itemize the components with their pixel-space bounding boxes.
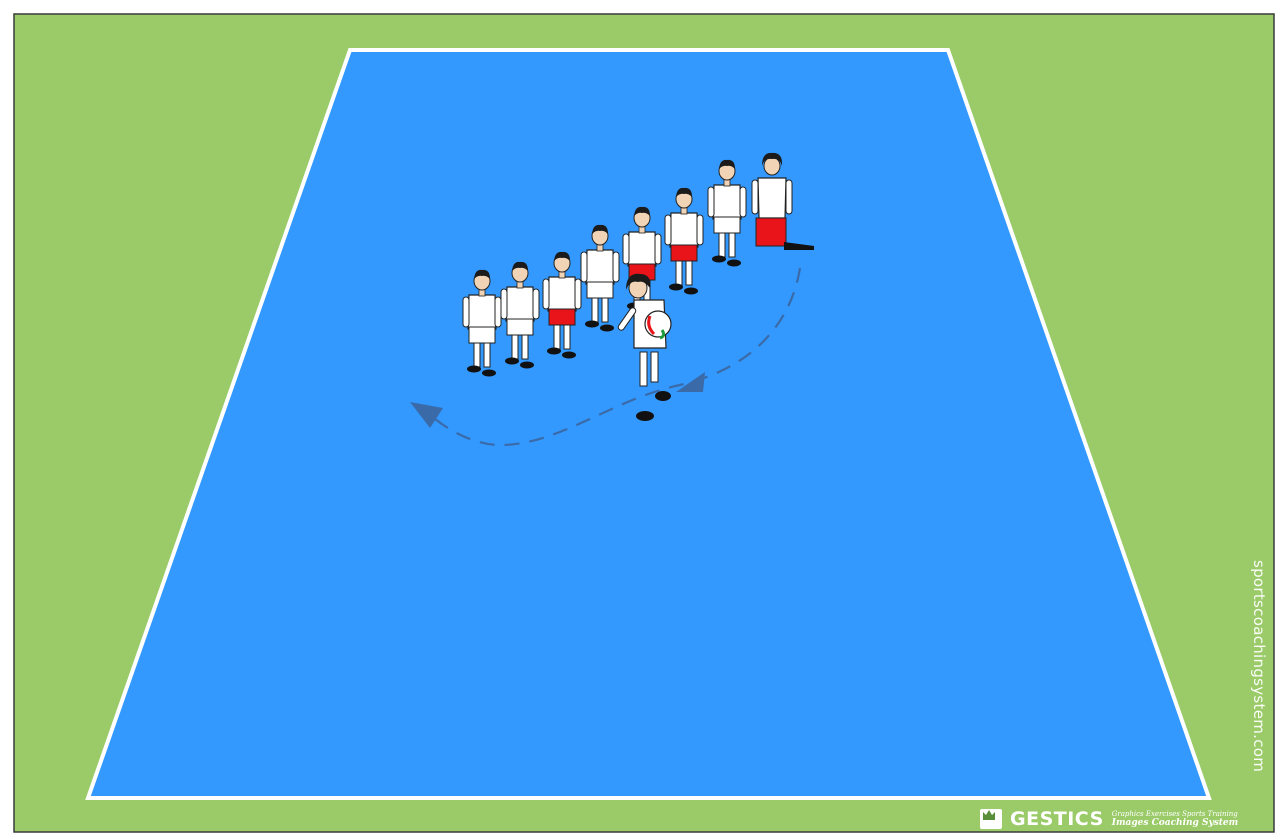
- brand-logo-icon: [980, 809, 1002, 829]
- player-shorts: [671, 245, 697, 261]
- player-shorts: [714, 217, 740, 233]
- brand-tagline: Graphics Exercises Sports Training Image…: [1112, 810, 1238, 828]
- watermark-text: sportscoachingsystem.com: [1250, 560, 1268, 772]
- brand-tagline-line2: Images Coaching System: [1112, 819, 1238, 828]
- player-shorts: [469, 327, 495, 343]
- player-shorts: [549, 309, 575, 325]
- brand-footer: GESTICS Graphics Exercises Sports Traini…: [980, 806, 1238, 832]
- brand-name: GESTICS: [1010, 808, 1104, 830]
- player-shorts: [587, 282, 613, 298]
- player-shorts: [507, 319, 533, 335]
